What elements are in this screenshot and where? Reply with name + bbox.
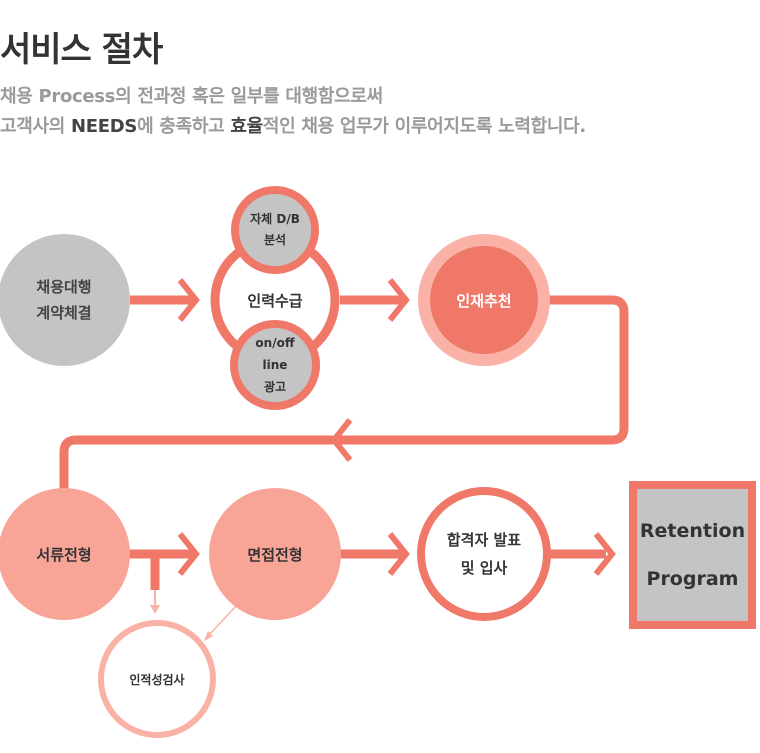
page-title: 서비스 절차: [0, 30, 163, 70]
node-label: Program: [646, 568, 739, 590]
node-label: Retention: [639, 520, 746, 542]
subtitle-highlight-efficiency: 효율: [230, 116, 263, 137]
node-label: on/off: [255, 336, 295, 350]
node-document: 서류전형: [14, 539, 114, 569]
arrow-head: [177, 278, 200, 322]
node-label: 광고: [263, 380, 287, 394]
node-recommend: 인재추천: [434, 285, 534, 315]
node-label: 분석: [263, 233, 287, 247]
node-sourcing: 인력수급: [225, 285, 325, 315]
subtitle-text: 고객사의: [0, 116, 72, 137]
subtitle-line-1: 채용 Process의 전과정 혹은 일부를 대행함으로써: [0, 86, 383, 107]
arrow-head: [593, 532, 616, 576]
arrow-head: [330, 418, 353, 462]
node-label: 및 입사: [460, 559, 508, 577]
return-connector: [59, 295, 629, 498]
node-label: 서류전형: [36, 545, 92, 564]
node-label: 인적성검사: [129, 672, 185, 687]
recommend-circle: [430, 246, 538, 354]
contract-circle: [0, 234, 130, 366]
arrow-head: [387, 532, 410, 576]
document-circle: [0, 488, 130, 620]
node-label: 채용대행: [36, 278, 92, 296]
node-aptitude: 인적성검사: [112, 666, 202, 692]
connector-line: [207, 605, 237, 637]
node-retention: Retention Program: [633, 505, 752, 605]
db-analysis-circle: [231, 186, 319, 274]
aptitude-circle: [98, 620, 216, 738]
node-label: 인력수급: [247, 291, 303, 310]
announcement-circle: [417, 487, 551, 621]
node-label: 계약체결: [36, 304, 92, 322]
arrow-head: [204, 631, 213, 641]
node-contract: 채용대행 계약체결: [4, 260, 124, 340]
arrow-head: [387, 278, 410, 322]
interview-circle: [209, 488, 341, 620]
subtitle-highlight-needs: NEEDS: [71, 116, 138, 137]
arrow-head: [150, 605, 160, 614]
node-label: 면접전형: [247, 545, 303, 564]
node-label: 인재추천: [456, 291, 512, 310]
node-label: 자체 D/B: [250, 212, 300, 226]
subtitle-text: 적인 채용 업무가 이루어지도록 노력합니다.: [262, 116, 586, 137]
arrow-head: [177, 532, 200, 576]
retention-box: [629, 481, 756, 629]
node-label: line: [262, 358, 288, 372]
node-label: 합격자 발표: [446, 531, 522, 549]
node-interview: 면접전형: [225, 539, 325, 569]
node-advertising: on/off line 광고: [240, 330, 310, 400]
node-announcement: 합격자 발표 및 입사: [429, 526, 539, 582]
node-db-analysis: 자체 D/B 분석: [240, 205, 310, 255]
advertising-circle: [230, 320, 320, 410]
subtitle-text: 에 충족하고: [137, 116, 231, 137]
subtitle-line-2: 고객사의 NEEDS에 충족하고 효율적인 채용 업무가 이루어지도록 노력합니…: [0, 112, 586, 138]
